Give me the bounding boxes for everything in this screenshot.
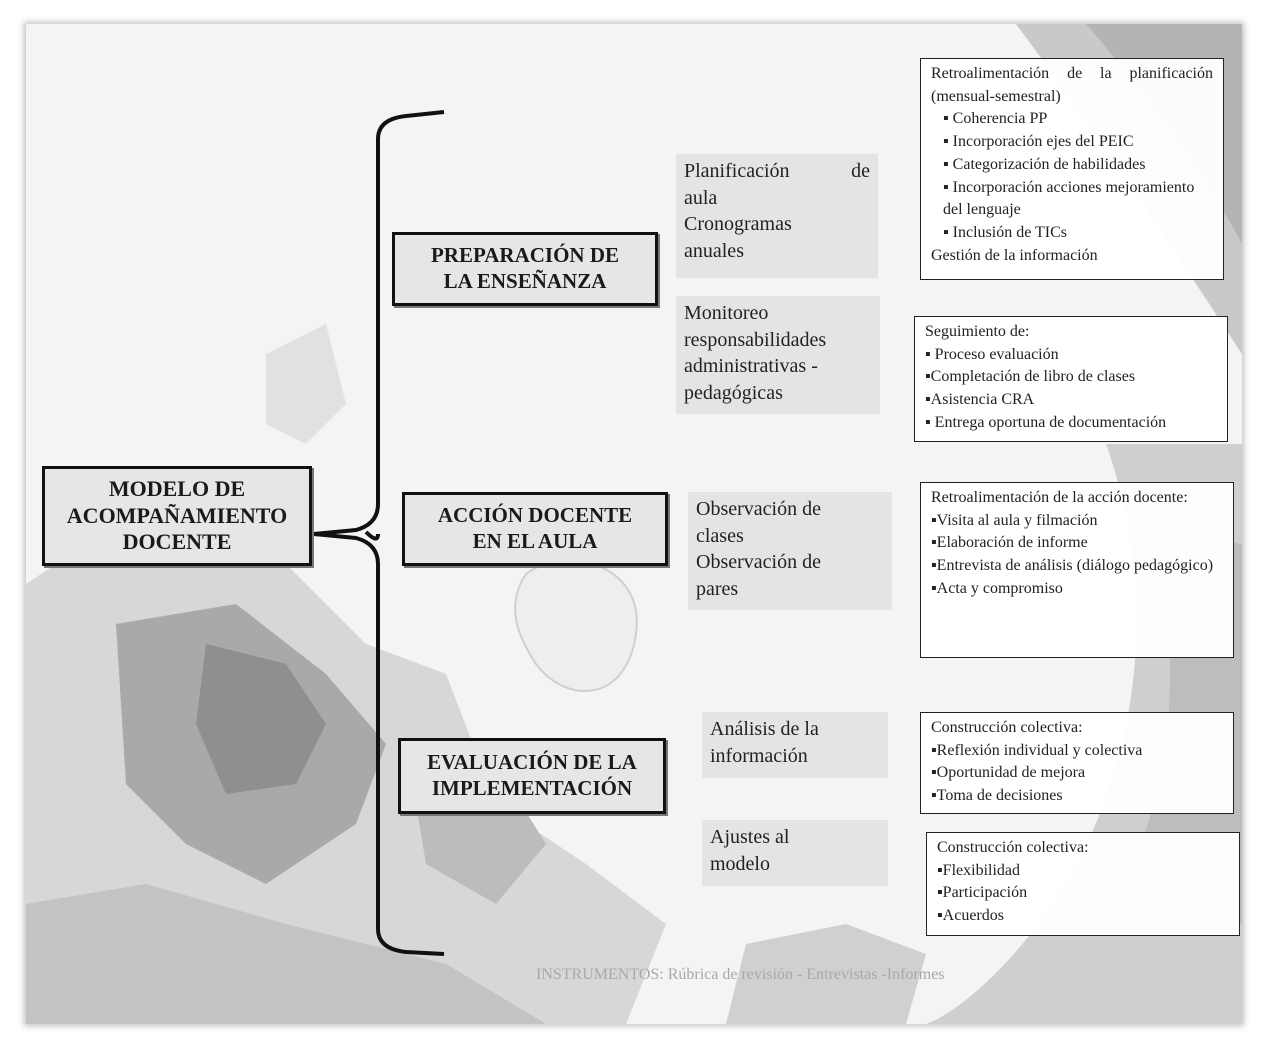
- activity-line: pedagógicas: [684, 381, 783, 404]
- activity-planificacion: Planificación de aula Cronogramas anuale…: [676, 154, 878, 278]
- detail-heading: Retroalimentación de la planificación (m…: [931, 65, 1213, 105]
- activity-line: anuales: [684, 239, 744, 262]
- activity-line: Observación de: [696, 498, 821, 520]
- activity-analisis: Análisis de la información: [702, 712, 888, 778]
- branch-label: PREPARACIÓN DE LA ENSEÑANZA: [430, 243, 620, 293]
- branch-preparacion: PREPARACIÓN DE LA ENSEÑANZA: [392, 232, 658, 306]
- activity-ajustes: Ajustes al modelo: [702, 820, 888, 886]
- detail-item: ▪Toma de decisiones: [931, 787, 1063, 805]
- activity-line: administrativas -: [684, 355, 818, 378]
- detail-item: ▪ Inclusión de TICs: [943, 224, 1068, 242]
- detail-item: ▪ Incorporación acciones mejoramiento de…: [943, 178, 1195, 219]
- detail-item: ▪Participación: [937, 884, 1028, 902]
- activity-monitoreo: Monitoreo responsabilidades administrati…: [676, 296, 880, 414]
- detail-box-construccion-1: Construcción colectiva: ▪Reflexión indiv…: [920, 712, 1234, 814]
- detail-item: ▪Entrevista de análisis (diálogo pedagóg…: [931, 557, 1214, 575]
- activity-line: pares: [696, 577, 739, 600]
- detail-box-construccion-2: Construcción colectiva: ▪Flexibilidad ▪P…: [926, 832, 1240, 936]
- detail-item: ▪ Incorporación ejes del PEIC: [943, 133, 1134, 151]
- activity-line: Observación de: [696, 551, 821, 574]
- detail-item: ▪Oportunidad de mejora: [931, 764, 1086, 782]
- detail-item: ▪Visita al aula y filmación: [931, 511, 1098, 529]
- activity-line: aula: [684, 186, 718, 209]
- detail-item: ▪ Coherencia PP: [943, 110, 1048, 128]
- detail-box-seguimiento: Seguimiento de: ▪ Proceso evaluación ▪Co…: [914, 316, 1228, 442]
- diagram-frame: MODELO DE ACOMPAÑAMIENTO DOCENTE PREPARA…: [26, 24, 1242, 1024]
- branch-accion-docente: ACCIÓN DOCENTE EN EL AULA: [402, 492, 668, 566]
- detail-item: ▪Elaboración de informe: [931, 534, 1088, 552]
- detail-item: ▪Completación de libro de clases: [925, 368, 1136, 386]
- branch-label: EVALUACIÓN DE LA IMPLEMENTACIÓN: [427, 750, 637, 800]
- detail-heading: Seguimiento de:: [925, 323, 1030, 340]
- detail-box-planificacion: Retroalimentación de la planificación (m…: [920, 58, 1224, 280]
- detail-closing: Gestión de la información: [931, 246, 1098, 264]
- activity-line: responsabilidades: [684, 328, 827, 351]
- branch-label: ACCIÓN DOCENTE EN EL AULA: [437, 503, 633, 553]
- detail-item: ▪ Entrega oportuna de documentación: [925, 413, 1167, 431]
- activity-line: clases: [696, 524, 744, 547]
- detail-item: ▪Asistencia CRA: [925, 391, 1035, 409]
- activity-line: información: [710, 744, 808, 767]
- detail-item: ▪Acuerdos: [937, 907, 1004, 925]
- detail-item: ▪ Proceso evaluación: [925, 345, 1059, 363]
- activity-line: Planificación de: [684, 160, 870, 182]
- activity-line: Monitoreo: [684, 302, 769, 324]
- detail-heading: Construcción colectiva:: [937, 839, 1089, 856]
- detail-item: ▪Acta y compromiso: [931, 579, 1063, 597]
- brace-connectors: [313, 110, 445, 956]
- root-label: MODELO DE ACOMPAÑAMIENTO DOCENTE: [66, 475, 288, 555]
- activity-line: Análisis de la: [710, 718, 819, 740]
- branch-evaluacion: EVALUACIÓN DE LA IMPLEMENTACIÓN: [398, 738, 666, 814]
- activity-line: Ajustes al: [710, 826, 790, 848]
- detail-item: ▪Reflexión individual y colectiva: [931, 741, 1143, 759]
- detail-item: ▪Flexibilidad: [937, 861, 1020, 879]
- detail-heading: Construcción colectiva:: [931, 719, 1083, 736]
- detail-item: ▪ Categorización de habilidades: [943, 155, 1146, 173]
- root-node: MODELO DE ACOMPAÑAMIENTO DOCENTE: [42, 466, 312, 566]
- detail-box-accion: Retroalimentación de la acción docente: …: [920, 482, 1234, 658]
- activity-line: modelo: [710, 852, 770, 875]
- detail-heading: Retroalimentación de la acción docente:: [931, 489, 1188, 506]
- activity-observacion: Observación de clases Observación de par…: [688, 492, 892, 610]
- activity-line: Cronogramas: [684, 213, 792, 236]
- instruments-footer: INSTRUMENTOS: Rúbrica de revisión - Entr…: [536, 966, 945, 983]
